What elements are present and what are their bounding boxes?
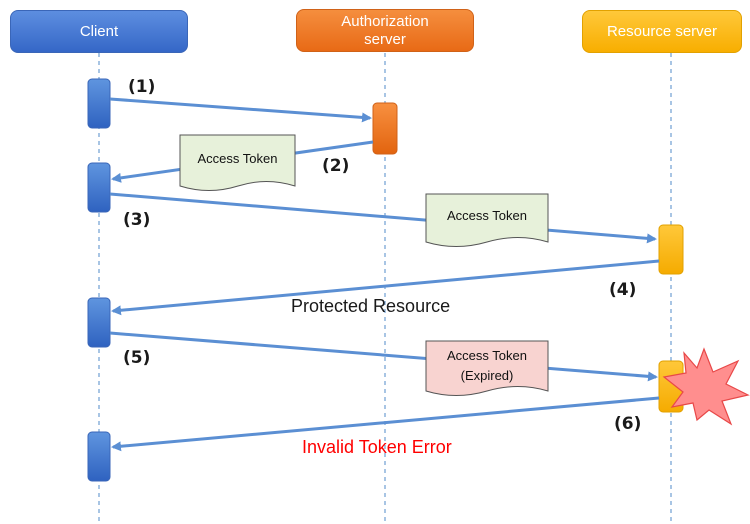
client-activation-2	[87, 162, 111, 213]
access-token-expired-label-1: Access Token	[447, 348, 527, 363]
access-token-expired-label-2: (Expired)	[460, 368, 514, 383]
arrow-1	[109, 97, 372, 123]
actor-client-label: Client	[79, 22, 119, 40]
protected-resource-label: Protected Resource	[291, 296, 451, 316]
step-6-label: (6)	[614, 414, 642, 434]
step-3-label: (3)	[123, 210, 151, 230]
step-1-label: (1)	[128, 77, 156, 97]
resource-server-activation-1	[658, 224, 684, 275]
arrow-4	[111, 259, 660, 316]
step-2-label: (2)	[322, 156, 350, 176]
actor-authorization-server: Authorization server	[296, 9, 474, 52]
arrow-3	[109, 192, 657, 244]
access-token-label-1: Access Token	[197, 151, 278, 166]
arrow-6	[111, 396, 660, 452]
actor-resource-server-label: Resource server	[606, 22, 718, 40]
actor-resource-server: Resource server	[582, 10, 742, 53]
access-token-document-2	[425, 193, 549, 247]
actor-client: Client	[10, 10, 188, 53]
authorization-server-activation	[372, 102, 398, 155]
actor-authorization-server-label: Authorization server	[341, 12, 429, 48]
client-activation-4	[87, 431, 111, 482]
arrow-5	[109, 331, 658, 382]
step-4-label: (4)	[609, 280, 637, 300]
step-5-label: (5)	[123, 348, 151, 368]
access-token-expired-document	[425, 340, 549, 396]
client-activation-1	[87, 78, 111, 129]
access-token-document-1	[179, 134, 296, 191]
invalid-token-error-label: Invalid Token Error	[302, 437, 452, 457]
access-token-label-2: Access Token	[447, 208, 527, 223]
client-activation-3	[87, 297, 111, 348]
error-burst-icon	[662, 347, 750, 426]
